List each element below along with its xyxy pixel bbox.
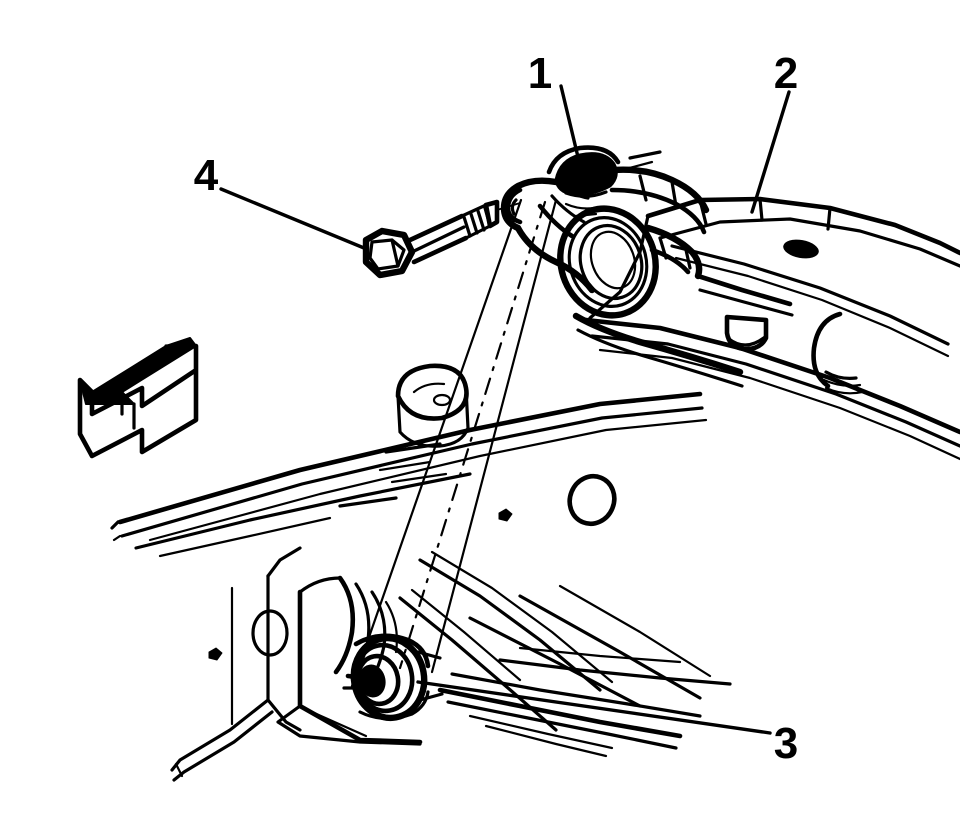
leader-line-3 (416, 680, 772, 735)
bushing-eye-bore (589, 230, 637, 290)
lower-panel-oval-hole (567, 473, 617, 527)
direction-arrow (77, 337, 199, 459)
alignment-line-right (430, 198, 558, 674)
callout-number-1: 1 (528, 49, 552, 98)
bushing-inner-ring (355, 653, 401, 707)
callout-numbers: 1 2 3 4 (194, 49, 798, 768)
panel-oval-hole-left (251, 609, 289, 657)
panel-dot-left (208, 647, 223, 661)
round-boss-group (395, 363, 470, 448)
bushing-eye-inner (578, 224, 644, 300)
alignment-guide-lines (350, 198, 558, 688)
callout-number-3: 3 (774, 719, 798, 768)
callout-number-2: 2 (774, 49, 798, 98)
leader-lines (219, 84, 791, 735)
bushing-eye-outer (557, 205, 659, 319)
callout-number-4: 4 (194, 151, 219, 200)
lower-control-arm-bushing-group (342, 633, 444, 722)
leader-line-4 (219, 187, 366, 250)
frame-rail-oval-hole (783, 239, 819, 259)
lower-panel-dot (498, 508, 513, 522)
alignment-centerline (398, 200, 547, 670)
boss-small-hole (432, 393, 452, 407)
leader-line-2 (750, 90, 791, 214)
hex-head-bolt-group (362, 199, 521, 279)
bolt-hex-head (362, 227, 416, 279)
lower-panel-features (498, 473, 617, 527)
alignment-line-left (350, 198, 523, 688)
leader-line-1 (559, 84, 585, 180)
